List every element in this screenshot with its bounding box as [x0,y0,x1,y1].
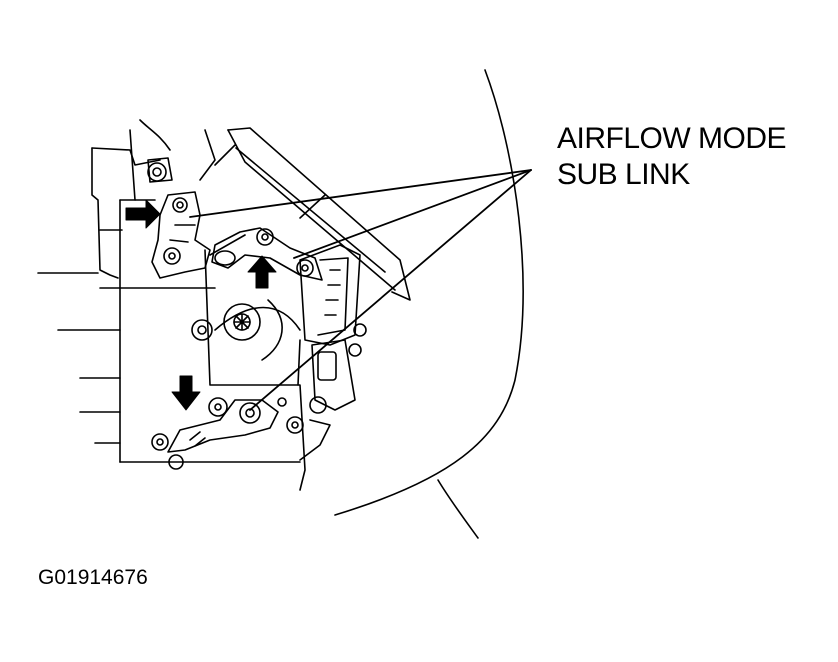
callout-label-line2: SUB LINK [557,158,690,191]
arrow-right-icon [125,199,161,229]
callout-label-line1: AIRFLOW MODE [557,122,787,155]
middle-sublink [211,227,323,281]
upper-panel [214,127,411,301]
upper-left-sublink [147,157,211,279]
housing-outline [334,69,524,516]
housing-lower-curve [437,479,479,539]
central-body [191,234,306,491]
figure-id: G01914676 [38,566,148,589]
left-guide-lines [37,272,301,463]
right-bracket [297,244,367,414]
arrow-down-icon [171,375,201,411]
left-frame [91,119,216,463]
arrow-up-icon [247,255,277,289]
lower-sublink [151,397,331,470]
callout-leaders [189,169,532,411]
direction-arrows [125,199,277,411]
